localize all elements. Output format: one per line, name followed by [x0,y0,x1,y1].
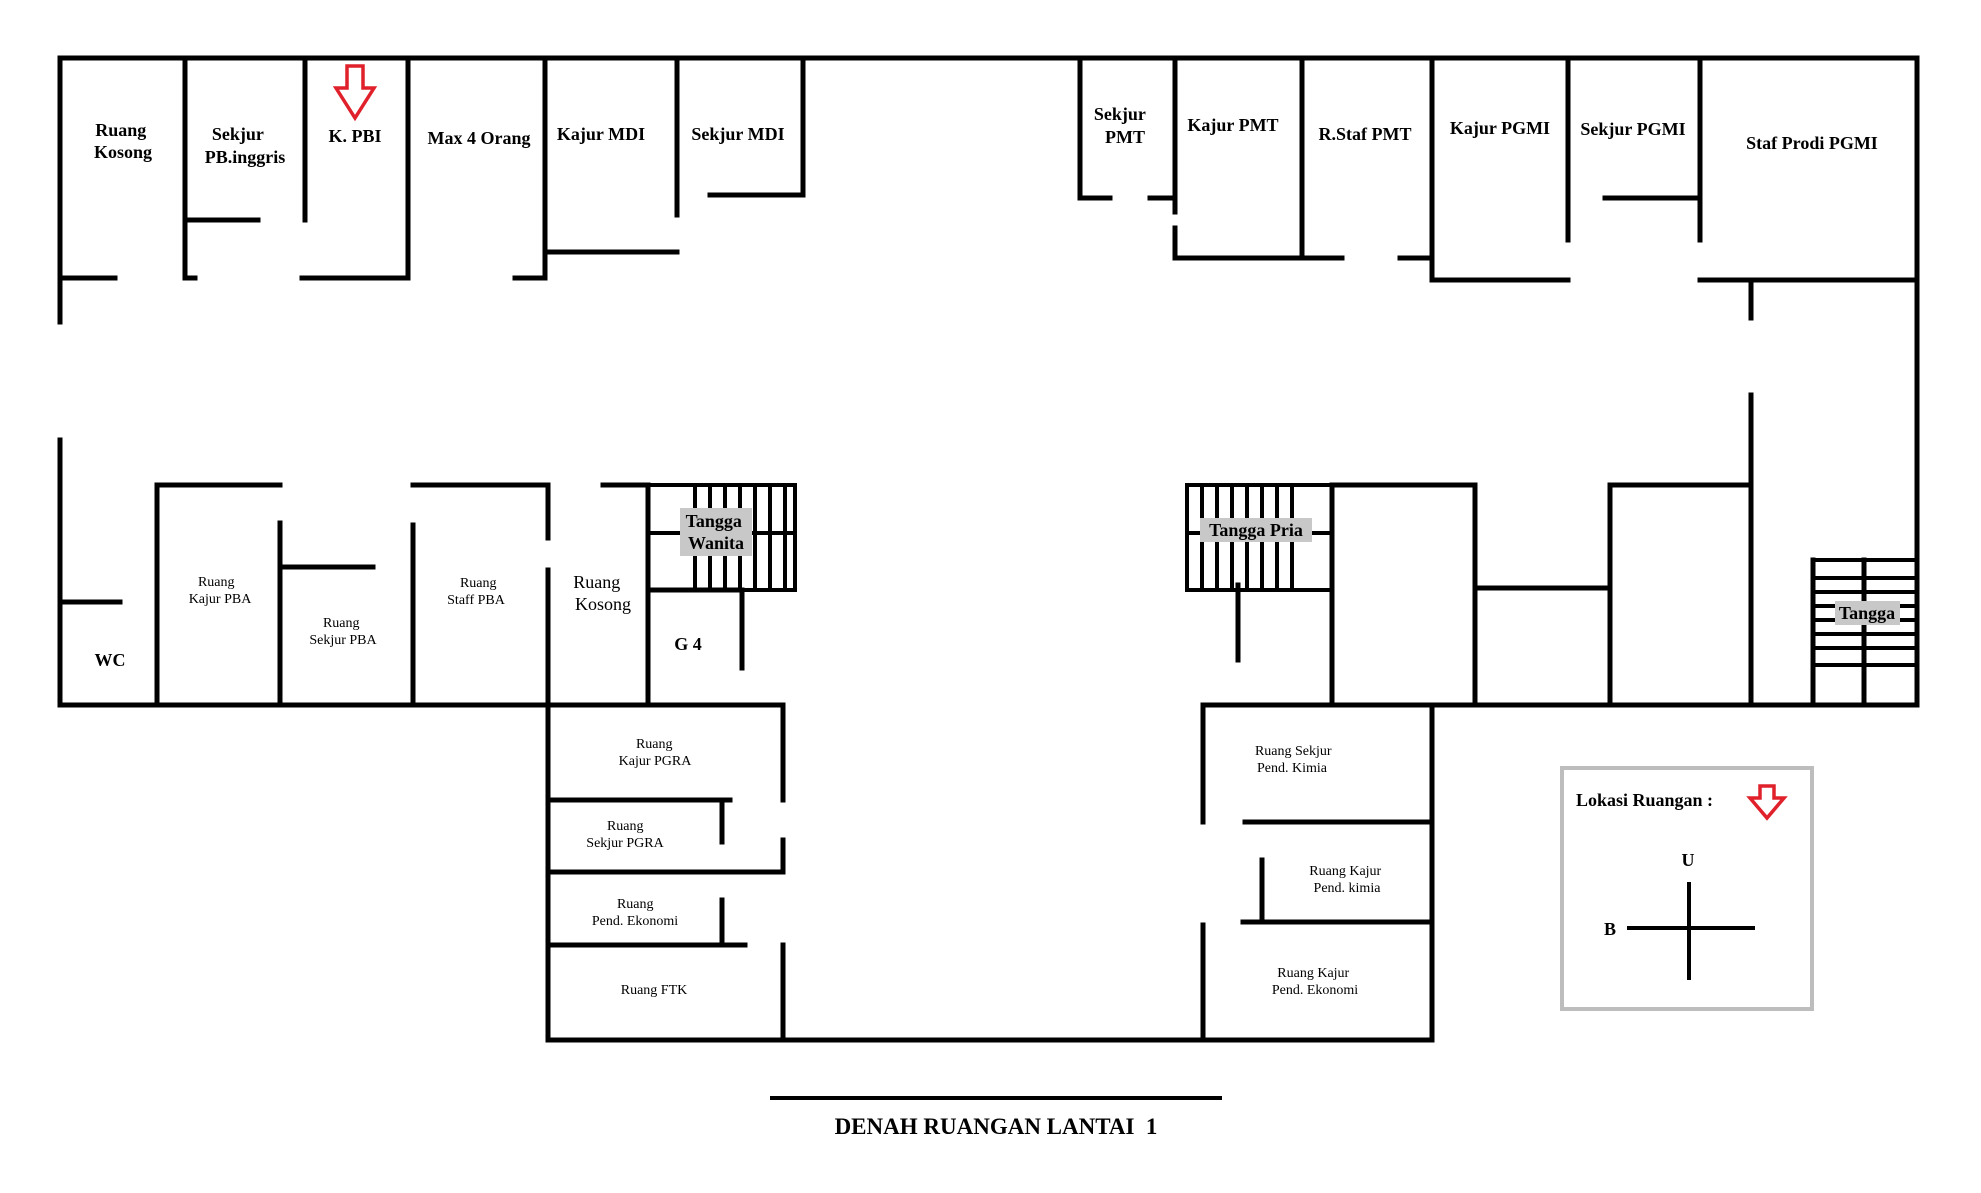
label-sekjur-pgra-2: Sekjur PGRA [586,836,664,851]
label-sekjur-pgmi: Sekjur PGMI [1580,119,1685,139]
label-sekjur-kimia-2: Pend. Kimia [1257,761,1328,776]
legend-box: Lokasi Ruangan : U B [1560,766,1814,1011]
label-sekjur-pba-2: Sekjur PBA [309,633,377,648]
label-k-pbi: K. PBI [328,126,381,146]
walls [57,55,1920,1043]
tag-bg-wanita [680,508,752,556]
label-tangga-wanita-1: Tangga [686,511,742,531]
label-pend-ekonomi-1: Ruang [617,897,654,912]
label-sekjur-mdi: Sekjur MDI [691,124,784,144]
label-kajur-pgra-2: Kajur PGRA [619,754,693,769]
label-pend-ekonomi-2: Pend. Ekonomi [592,914,678,929]
label-sekjur-pgra-1: Ruang [607,819,644,834]
tag-bg-tangga [1835,601,1900,625]
label-tangga: Tangga [1839,603,1895,623]
label-kajur-ekonomi-1: Ruang Kajur [1277,966,1349,981]
location-down-arrow-icon [332,64,378,122]
label-sekjur-pmt-2: PMT [1105,127,1145,147]
label-tangga-wanita-2: Wanita [688,533,744,553]
svg-text:Ruang Kosong: Ruang Kosong [94,120,152,162]
label-kajur-pgra-1: Ruang [636,737,673,752]
label-sekjur-pba-1: Ruang [323,616,360,631]
svg-text:Sekjur PMT: Sekjur PMT [1094,104,1150,147]
compass-icon [1627,882,1755,980]
label-kajur-ekonomi-2: Pend. Ekonomi [1272,983,1358,998]
label-sekjur-pbi-1: Sekjur [212,124,264,144]
plan-title: DENAH RUANGAN LANTAI 1 [835,1114,1158,1139]
label-sekjur-pbi-2: PB.inggris [205,147,286,167]
compass-north-label: U [1682,850,1695,870]
label-max-4-orang: Max 4 Orang [428,128,531,148]
svg-text:Ruang Kajur Pend. Ekonomi: Ruang Kajur Pend. Ekonomi [1272,966,1358,998]
svg-text:Ruang Sekjur Pend. Kimia: Ruang Sekjur Pend. Kimia [1255,744,1335,776]
svg-text:Ruang Kajur PBA: Ruang Kajur PBA [189,575,253,607]
legend-down-arrow-icon [1746,784,1788,821]
label-sekjur-kimia-1: Ruang Sekjur [1255,744,1332,759]
label-kajur-kimia-2: Pend. kimia [1314,881,1382,896]
label-kajur-pgmi: Kajur PGMI [1450,118,1550,138]
label-kajur-pba-2: Kajur PBA [189,592,253,607]
label-ruang-kosong-mid-2: Kosong [575,594,631,614]
legend-title: Lokasi Ruangan : [1576,790,1713,810]
label-ruang-ftk: Ruang FTK [621,983,688,998]
label-tangga-pria: Tangga Pria [1209,520,1303,540]
svg-text:Ruang Kosong: Ruang Kosong [573,572,631,614]
label-ruang-kosong-1: Ruang [95,120,146,140]
label-g4: G 4 [674,634,702,654]
label-kajur-kimia-1: Ruang Kajur [1309,864,1381,879]
label-kajur-pmt: Kajur PMT [1187,115,1278,135]
svg-text:Ruang Sekjur PBA: Ruang Sekjur PBA [309,616,377,648]
label-r-staf-pmt: R.Staf PMT [1319,124,1412,144]
label-ruang-kosong-2: Kosong [94,142,152,162]
svg-text:Ruang Kajur PGRA: Ruang Kajur PGRA [619,737,693,769]
svg-text:Ruang Pend. Ekonomi: Ruang Pend. Ekonomi [592,897,678,929]
svg-text:Ruang Sekjur PGRA: Ruang Sekjur PGRA [586,819,664,851]
label-staff-pba-2: Staff PBA [447,593,506,608]
label-ruang-kosong-mid-1: Ruang [573,572,620,592]
label-wc: WC [95,650,126,670]
label-sekjur-pmt-1: Sekjur [1094,104,1146,124]
tag-bg-pria [1200,518,1312,542]
label-kajur-pba-1: Ruang [198,575,235,590]
label-staff-pba-1: Ruang [460,576,497,591]
svg-text:Ruang Kajur Pend. kimia: Ruang Kajur Pend. kimia [1309,864,1384,896]
svg-text:Tangga Wanita: Tangga Wanita [686,511,747,553]
label-kajur-mdi: Kajur MDI [557,124,645,144]
svg-text:Sekjur PB.inggris: Sekjur PB.inggris [205,124,286,167]
svg-text:Ruang Staff PBA: Ruang Staff PBA [447,576,506,608]
compass-west-label: B [1604,919,1616,939]
label-staf-prodi-pgmi: Staf Prodi PGMI [1746,133,1878,153]
